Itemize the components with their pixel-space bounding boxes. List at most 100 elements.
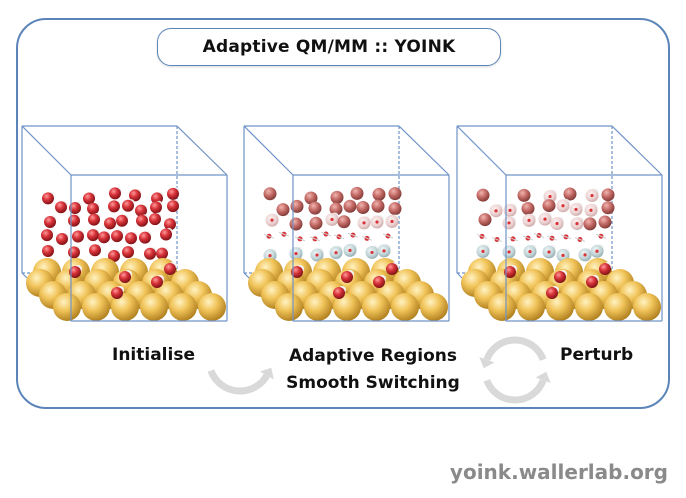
oxygen-atom: [56, 233, 68, 246]
page-title: Adaptive QM/MM :: YOINK: [202, 37, 456, 57]
oxygen-core: [294, 252, 298, 256]
oxygen-atom: [372, 187, 386, 201]
adsorbed-water: [164, 263, 176, 275]
adsorbed-water: [119, 271, 131, 283]
simulation-box-perturb: [456, 125, 663, 322]
oxygen-atom: [125, 232, 137, 245]
oxygen-core: [548, 194, 552, 199]
oxygen-atom: [109, 187, 121, 200]
arrow-arc: [483, 336, 547, 362]
gold-atom: [546, 293, 574, 321]
hydrogen-bond: [533, 233, 545, 238]
oxygen-core: [270, 218, 274, 222]
gold-atom: [362, 293, 390, 321]
oxygen-core: [362, 221, 366, 225]
gold-atom: [82, 293, 110, 321]
hydrogen-bond: [546, 235, 558, 241]
arrow-head: [259, 367, 274, 380]
hydrogen-bond: [347, 232, 359, 238]
oxygen-atom: [601, 188, 615, 202]
oxygen-core: [268, 253, 272, 258]
oxygen-atom: [150, 201, 162, 214]
oxygen-atom: [583, 217, 597, 231]
oxygen-core: [375, 220, 379, 224]
cycle-arrow-bottom-icon: [483, 371, 551, 404]
oxygen-atom: [517, 188, 531, 202]
smooth-switching-label: Smooth Switching: [286, 373, 460, 393]
oxygen-atom: [337, 215, 351, 229]
box-edge: [243, 125, 294, 176]
oxygen-core: [528, 250, 532, 254]
gold-atom: [140, 293, 168, 321]
oxygen-core: [494, 209, 498, 213]
hydrogen-bond: [320, 231, 332, 237]
oxygen-core: [561, 253, 565, 257]
gold-atom: [169, 293, 197, 321]
oxygen-atom: [289, 217, 303, 231]
adsorbed-water: [554, 271, 566, 283]
oxygen-atom: [350, 186, 364, 200]
oxygen-atom: [69, 202, 81, 215]
gold-atom: [304, 293, 332, 321]
oxygen-atom: [108, 249, 120, 262]
footer-url[interactable]: yoink.wallerlab.org: [449, 460, 668, 484]
hydrogen-bond: [294, 236, 306, 242]
oxygen-atom: [136, 214, 148, 227]
box-edge: [176, 125, 228, 176]
title-box: Adaptive QM/MM :: YOINK: [157, 28, 501, 66]
oxygen-atom: [98, 231, 110, 244]
perturb-label: Perturb: [560, 345, 634, 365]
oxygen-core: [583, 253, 587, 257]
gold-atom: [575, 293, 603, 321]
adsorbed-water: [151, 276, 163, 288]
oxygen-core: [589, 208, 593, 212]
adsorbed-water: [599, 263, 611, 275]
oxygen-atom: [167, 200, 179, 213]
oxygen-core: [390, 219, 394, 224]
oxygen-atom: [89, 244, 101, 257]
adsorbed-water: [504, 266, 516, 278]
oxygen-atom: [55, 201, 67, 214]
hydrogen-bond: [278, 231, 290, 237]
oxygen-atom: [87, 229, 99, 242]
oxygen-atom: [68, 246, 80, 259]
hydrogen-bond: [560, 234, 572, 240]
oxygen-core: [507, 250, 511, 254]
hydrogen-bond: [507, 236, 519, 242]
box-edge: [456, 125, 507, 176]
oxygen-atom: [42, 192, 54, 205]
curved-arrow-right-icon: [207, 367, 274, 395]
oxygen-core: [315, 253, 319, 257]
oxygen-core: [590, 193, 594, 198]
arrow-arc: [483, 378, 547, 404]
oxygen-core: [382, 249, 386, 253]
gold-atom: [391, 293, 419, 321]
oxygen-atom: [356, 200, 370, 214]
gold-atom: [633, 293, 661, 321]
oxygen-atom: [329, 202, 343, 216]
oxygen-atom: [167, 187, 179, 200]
hydrogen-bond: [333, 234, 345, 240]
oxygen-atom: [290, 199, 304, 213]
arrow-head: [479, 357, 495, 369]
oxygen-atom: [276, 203, 290, 217]
adsorbed-water: [333, 287, 345, 299]
gold-atom: [53, 293, 81, 321]
adsorbed-water: [586, 276, 598, 288]
oxygen-atom: [42, 245, 54, 258]
hydrogen-bond: [595, 233, 607, 239]
oxygen-atom: [72, 230, 84, 243]
box-edge: [398, 125, 450, 176]
oxygen-atom: [135, 204, 147, 217]
box-edge: [21, 125, 72, 176]
oxygen-core: [370, 250, 374, 255]
adsorbed-water: [546, 287, 558, 299]
oxygen-atom: [304, 191, 318, 205]
simulation-box-adaptive: [243, 125, 450, 322]
oxygen-atom: [149, 213, 161, 226]
initialise-label: Initialise: [112, 345, 195, 365]
oxygen-atom: [104, 217, 116, 230]
water-molecules: [41, 186, 180, 262]
oxygen-atom: [83, 192, 95, 205]
adaptive-regions-label: Adaptive Regions: [289, 346, 457, 366]
